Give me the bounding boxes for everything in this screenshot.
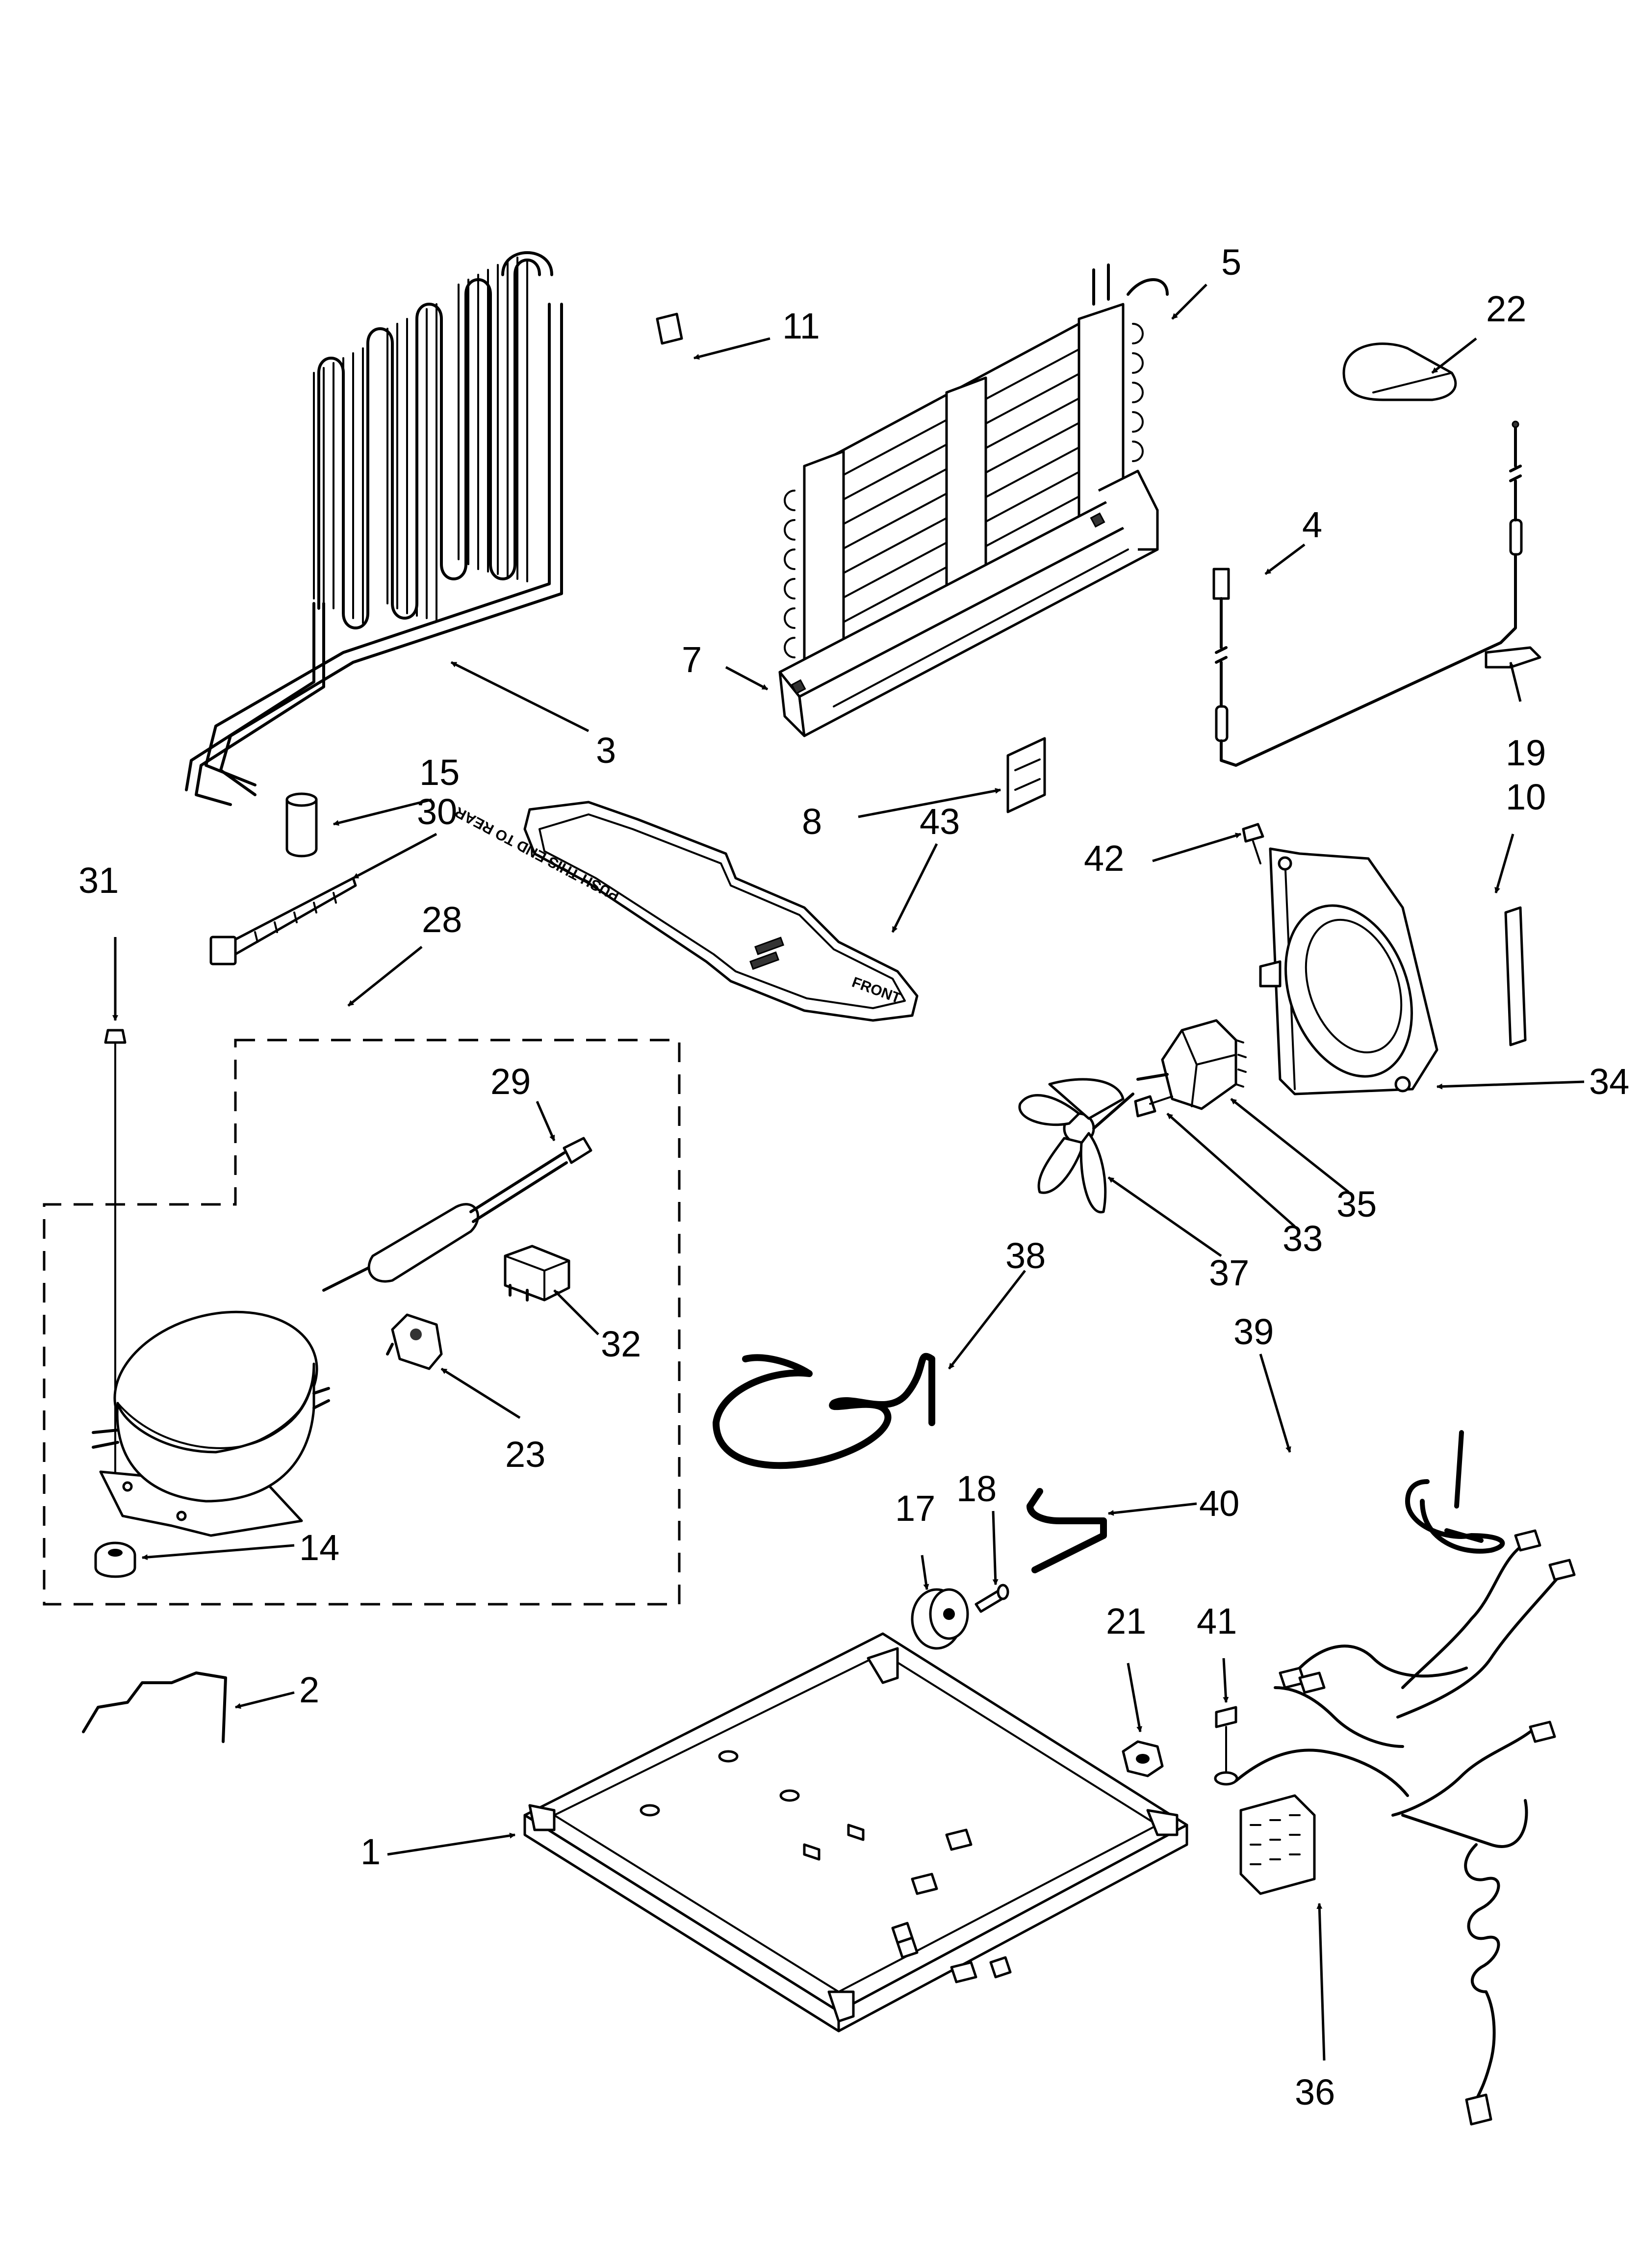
label-11: 11 [782, 306, 820, 346]
label-2: 2 [299, 1669, 319, 1710]
foam-pad [656, 313, 683, 345]
thermistor-clip [1485, 646, 1541, 669]
defrost-thermistor [1212, 420, 1523, 767]
grommet [94, 1541, 136, 1578]
evaporator-fan-motor [1136, 1019, 1247, 1110]
start-relay [504, 1245, 570, 1302]
label-18: 18 [956, 1468, 997, 1509]
callout-labels: 11 5 22 4 7 3 19 15 30 8 43 10 31 28 42 … [78, 242, 1629, 2112]
label-4: 4 [1302, 504, 1322, 545]
label-38: 38 [1005, 1235, 1046, 1276]
fan-shroud [1259, 847, 1438, 1095]
label-34: 34 [1589, 1061, 1629, 1102]
label-40: 40 [1199, 1483, 1239, 1524]
defrost-heater-loop [1405, 1479, 1505, 1554]
label-23: 23 [505, 1434, 545, 1475]
drain-tube [713, 1353, 935, 1469]
motor-screw [1134, 1095, 1173, 1118]
label-14: 14 [299, 1527, 339, 1568]
fan-blade [1018, 1078, 1134, 1214]
gasket-strip [1504, 906, 1527, 1046]
base-pan [523, 1632, 1188, 2033]
roller-wheel [911, 1588, 969, 1650]
label-41: 41 [1197, 1601, 1237, 1642]
compressor-assembly-group [43, 1039, 681, 1606]
tubing-clip [82, 1671, 227, 1743]
label-7: 7 [682, 639, 702, 680]
label-42: 42 [1084, 838, 1124, 879]
label-31: 31 [78, 860, 119, 901]
label-21: 21 [1106, 1601, 1146, 1642]
wiring-harness [1234, 1529, 1576, 2126]
label-5: 5 [1221, 242, 1241, 283]
label-35: 35 [1336, 1184, 1377, 1225]
label-32: 32 [601, 1324, 641, 1364]
thermistor-cap [1342, 342, 1457, 401]
shroud-screw [1242, 823, 1264, 864]
screw [104, 1029, 127, 1497]
axle-pin [975, 1584, 1009, 1613]
label-39: 39 [1233, 1311, 1274, 1352]
label-30: 30 [417, 791, 457, 832]
label-17: 17 [895, 1488, 935, 1529]
suction-tube [1026, 1488, 1107, 1573]
ground-screw [1214, 1706, 1238, 1786]
label-19: 19 [1506, 732, 1546, 773]
hex-nut [1122, 1740, 1164, 1777]
condenser-coil [185, 251, 563, 806]
label-22: 22 [1486, 288, 1526, 329]
bracket [1006, 737, 1046, 813]
leader-arrows [112, 284, 1585, 2061]
drip-tray: PUSH THIS END TO REAR FRONT [452, 801, 919, 1022]
label-28: 28 [422, 899, 462, 940]
label-1: 1 [360, 1831, 381, 1872]
label-43: 43 [920, 801, 960, 842]
label-29: 29 [490, 1061, 531, 1102]
label-36: 36 [1295, 2072, 1335, 2112]
cable-tie [209, 877, 357, 965]
label-10: 10 [1506, 777, 1546, 817]
label-3: 3 [596, 730, 616, 771]
evaporator-coil [784, 263, 1169, 698]
overload-protector [386, 1313, 443, 1370]
compressor [92, 1310, 330, 1537]
label-15: 15 [419, 752, 460, 793]
capacitor [285, 792, 318, 858]
label-33: 33 [1283, 1218, 1323, 1259]
label-37: 37 [1209, 1252, 1249, 1293]
filter-drier [322, 1137, 592, 1292]
label-8: 8 [802, 801, 822, 842]
evaporator-drain-tray [778, 469, 1159, 737]
